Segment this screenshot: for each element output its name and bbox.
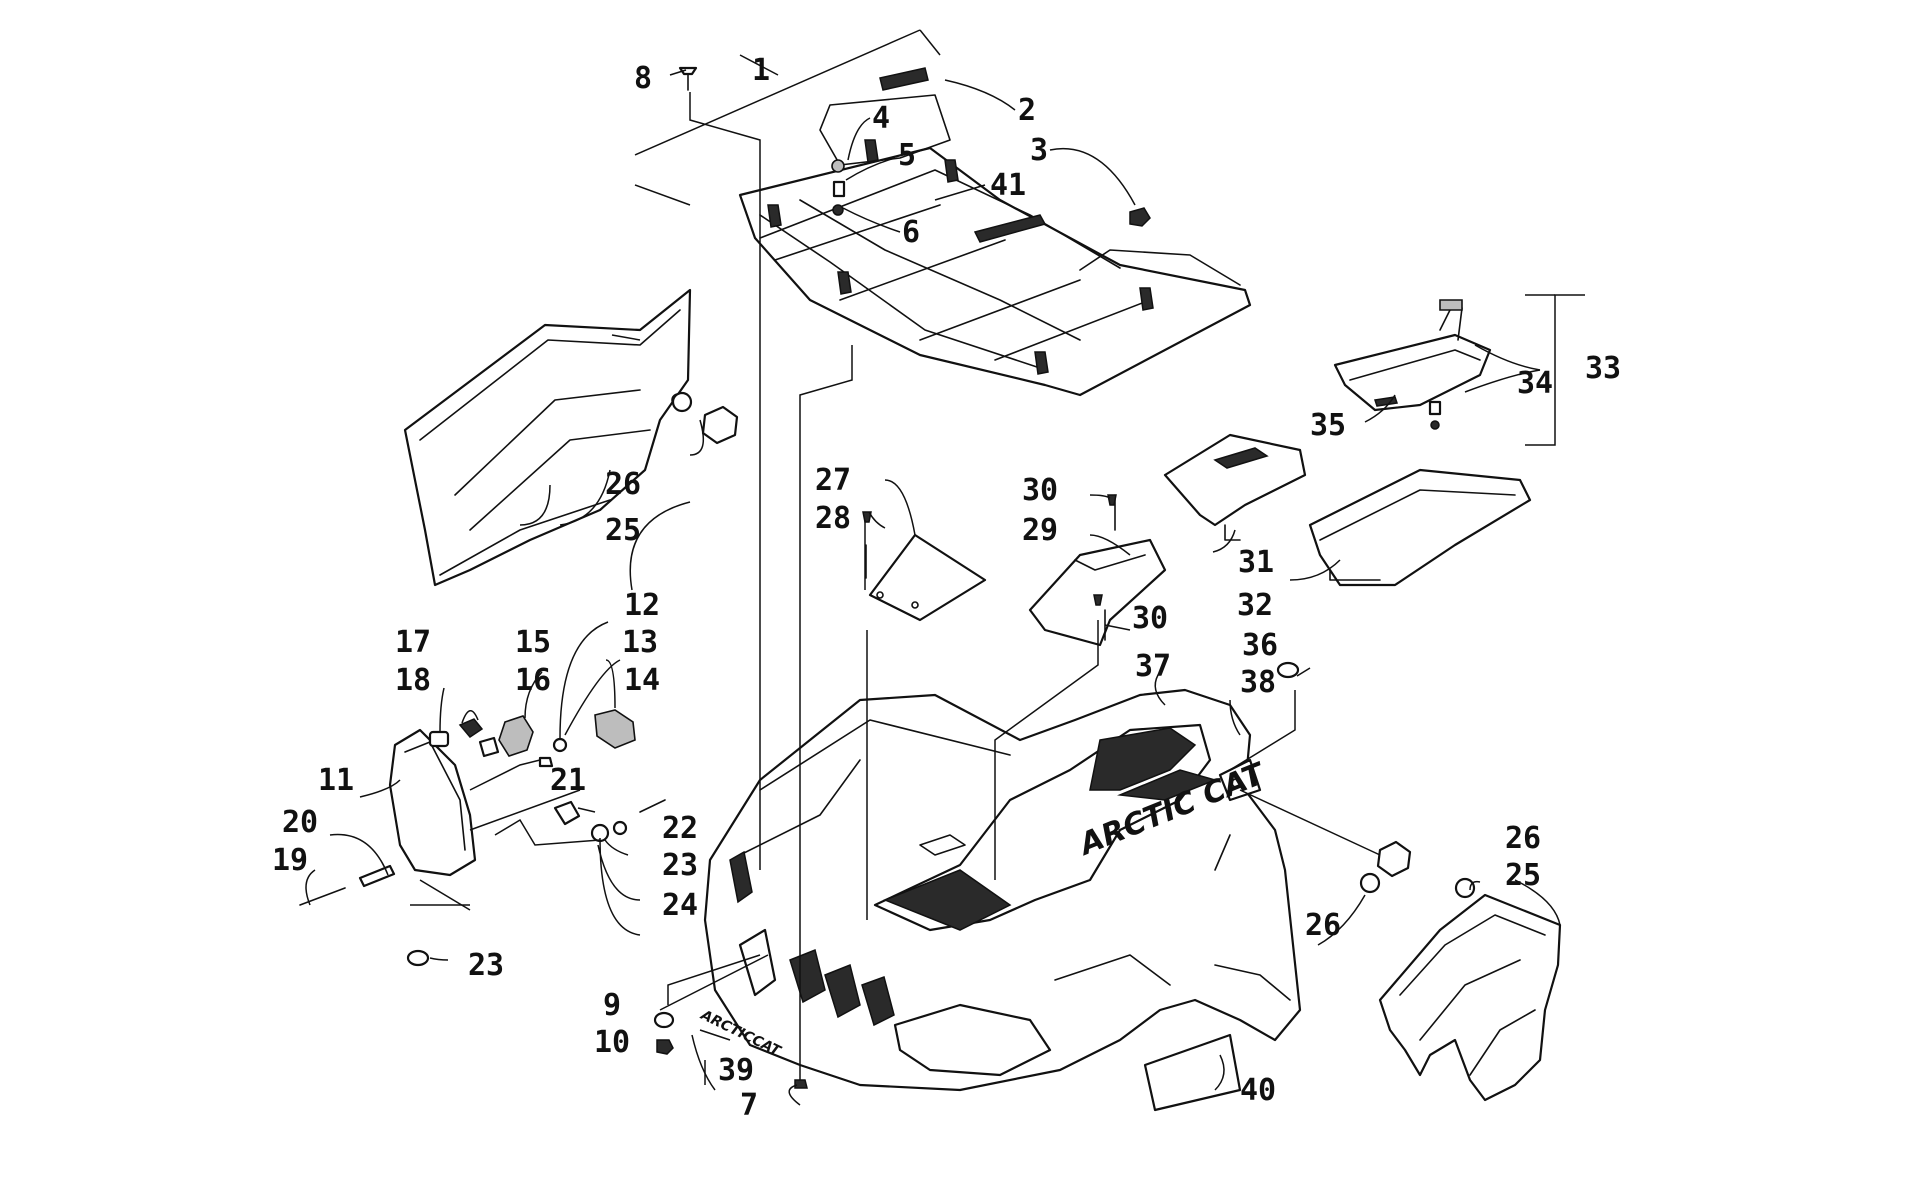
leader-lines bbox=[305, 54, 1585, 1106]
callout-24: 24 bbox=[662, 888, 698, 923]
callout-41: 41 bbox=[990, 168, 1026, 203]
callout-7: 7 bbox=[740, 1088, 758, 1123]
callout-26a: 26 bbox=[605, 467, 641, 502]
front-rack bbox=[738, 94, 1252, 397]
callout-22: 22 bbox=[662, 811, 698, 846]
callout-21: 21 bbox=[550, 763, 586, 798]
callout-28: 28 bbox=[815, 501, 851, 536]
callout-6: 6 bbox=[902, 215, 920, 250]
callout-30b: 30 bbox=[1132, 601, 1168, 636]
callout-4: 4 bbox=[872, 101, 890, 136]
callout-5: 5 bbox=[898, 138, 916, 173]
callout-1: 1 bbox=[752, 53, 770, 88]
callout-13: 13 bbox=[622, 625, 658, 660]
storage-tray-31 bbox=[1163, 433, 1307, 541]
callout-23a: 23 bbox=[662, 848, 698, 883]
assembly-lines bbox=[410, 29, 1381, 1080]
callout-34: 34 bbox=[1517, 366, 1553, 401]
callout-20: 20 bbox=[282, 805, 318, 840]
callout-labels: 1 2 3 4 5 6 7 8 9 10 11 12 13 14 15 16 1… bbox=[272, 53, 1621, 1123]
callout-26b: 26 bbox=[1505, 821, 1541, 856]
callout-27: 27 bbox=[815, 463, 851, 498]
callout-31: 31 bbox=[1238, 545, 1274, 580]
storage-box-32 bbox=[1308, 468, 1532, 587]
callout-25b: 25 bbox=[1505, 858, 1541, 893]
headlight-assembly bbox=[299, 709, 666, 967]
callout-19: 19 bbox=[272, 843, 308, 878]
rack-decal-2 bbox=[879, 67, 929, 91]
callout-39: 39 bbox=[718, 1053, 754, 1088]
callout-36: 36 bbox=[1242, 628, 1278, 663]
callout-11: 11 bbox=[318, 763, 354, 798]
right-side-panel bbox=[1359, 840, 1562, 1102]
callout-14: 14 bbox=[624, 663, 660, 698]
callout-17: 17 bbox=[395, 625, 431, 660]
callout-8: 8 bbox=[634, 61, 652, 96]
callout-35: 35 bbox=[1310, 408, 1346, 443]
callout-23b: 23 bbox=[468, 948, 504, 983]
callout-30a: 30 bbox=[1022, 473, 1058, 508]
callout-25a: 25 bbox=[605, 513, 641, 548]
callout-32: 32 bbox=[1237, 588, 1273, 623]
callout-26c: 26 bbox=[1305, 908, 1341, 943]
callout-10: 10 bbox=[594, 1025, 630, 1060]
callout-33: 33 bbox=[1585, 351, 1621, 386]
fasteners bbox=[653, 494, 1300, 1089]
callout-9: 9 bbox=[603, 988, 621, 1023]
storage-lid-assembly bbox=[1333, 299, 1492, 430]
callout-12: 12 bbox=[624, 588, 660, 623]
callout-38: 38 bbox=[1240, 665, 1276, 700]
callout-40: 40 bbox=[1240, 1073, 1276, 1108]
callout-2: 2 bbox=[1018, 93, 1036, 128]
callout-29: 29 bbox=[1022, 513, 1058, 548]
side-decal-40 bbox=[1143, 1033, 1242, 1112]
bracket-29 bbox=[1028, 494, 1167, 647]
callout-3: 3 bbox=[1030, 133, 1048, 168]
callout-15: 15 bbox=[515, 625, 551, 660]
front-body-panel bbox=[703, 688, 1302, 1092]
left-side-panel bbox=[403, 288, 739, 587]
callout-18: 18 bbox=[395, 663, 431, 698]
callout-37: 37 bbox=[1135, 649, 1171, 684]
rack-hardware bbox=[678, 66, 1151, 227]
callout-16: 16 bbox=[515, 663, 551, 698]
cover-plate-27 bbox=[865, 533, 987, 622]
